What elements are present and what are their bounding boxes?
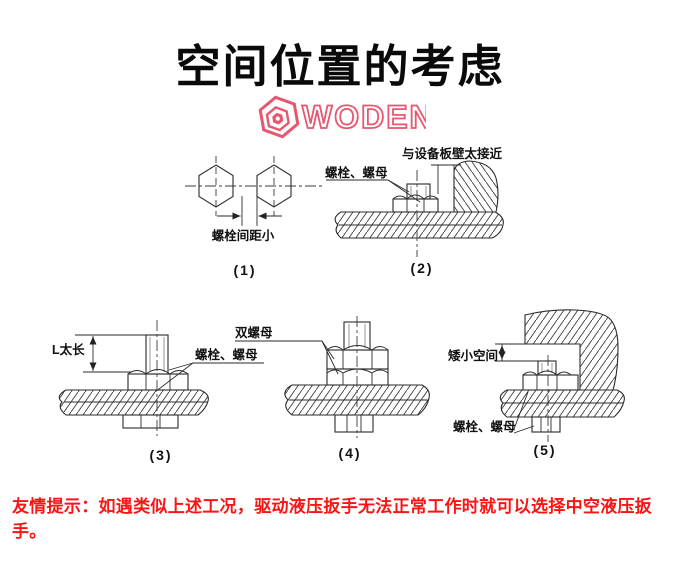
upper-nut — [326, 345, 389, 370]
base-plate — [334, 211, 504, 239]
nut-top-view-right — [256, 164, 292, 208]
equipment-wall — [453, 160, 499, 213]
fig5-label-bottom: 螺栓、螺母 — [453, 419, 516, 434]
bolt-end — [406, 183, 431, 200]
hex-nut-logo-icon — [258, 95, 300, 139]
leader-lines — [326, 179, 421, 203]
fig5-caption: (5) — [533, 442, 556, 458]
brand-text: WODEN — [302, 99, 426, 135]
nut-front-view — [522, 370, 579, 391]
fig3-label-right: 螺栓、螺母 — [195, 347, 258, 362]
figure-1-bolt-spacing: 螺栓间距小 (1) — [185, 156, 325, 278]
figure-2-close-to-wall: 与设备板壁太接近 螺栓、螺母 — [325, 146, 504, 276]
space-dimension — [495, 343, 538, 362]
footer-notice: 友情提示：如遇类似上述工况，驱动液压扳手无法正常工作时就可以选择中空液压扳手。 — [12, 497, 653, 541]
bolt-head-below — [531, 416, 561, 433]
lower-nut — [326, 368, 389, 386]
nut-front-view — [392, 194, 439, 213]
clamped-plates — [499, 389, 625, 418]
fig3-caption: (3) — [149, 447, 172, 463]
clamped-plates — [58, 389, 209, 416]
fig3-label-left: L太长 — [52, 342, 85, 357]
bolt-head-below — [334, 414, 374, 433]
fig2-caption: (2) — [410, 260, 433, 276]
spacing-dimension — [217, 196, 282, 226]
figure-4-double-nut: 双螺母 — [234, 316, 430, 461]
page-title: 空间位置的考虑 — [175, 41, 505, 92]
brand-logo: WODEN — [258, 95, 426, 139]
length-dimension — [75, 334, 146, 373]
nut-top-view-left — [198, 164, 234, 208]
leader-lines — [235, 340, 339, 375]
fig1-caption: (1) — [233, 262, 256, 278]
leader-lines — [154, 362, 264, 393]
fig1-label-main: 螺栓间距小 — [212, 228, 275, 243]
fig4-caption: (4) — [338, 445, 361, 461]
leader-lines — [513, 391, 535, 434]
bolt-head-below — [122, 414, 179, 429]
fig2-label-top: 与设备板壁太接近 — [402, 146, 503, 161]
fig4-label-left: 双螺母 — [234, 325, 273, 340]
fig2-label-left: 螺栓、螺母 — [325, 165, 388, 180]
figure-3-bolt-too-long: L太长 螺栓、螺母 (3) — [52, 320, 264, 463]
nut-front-view — [127, 369, 189, 391]
overhang-structure — [524, 309, 619, 391]
fig5-label-left: 矮小空间 — [447, 348, 498, 363]
figure-5-low-space: 矮小空间 螺栓、螺母 (5) — [447, 309, 625, 458]
